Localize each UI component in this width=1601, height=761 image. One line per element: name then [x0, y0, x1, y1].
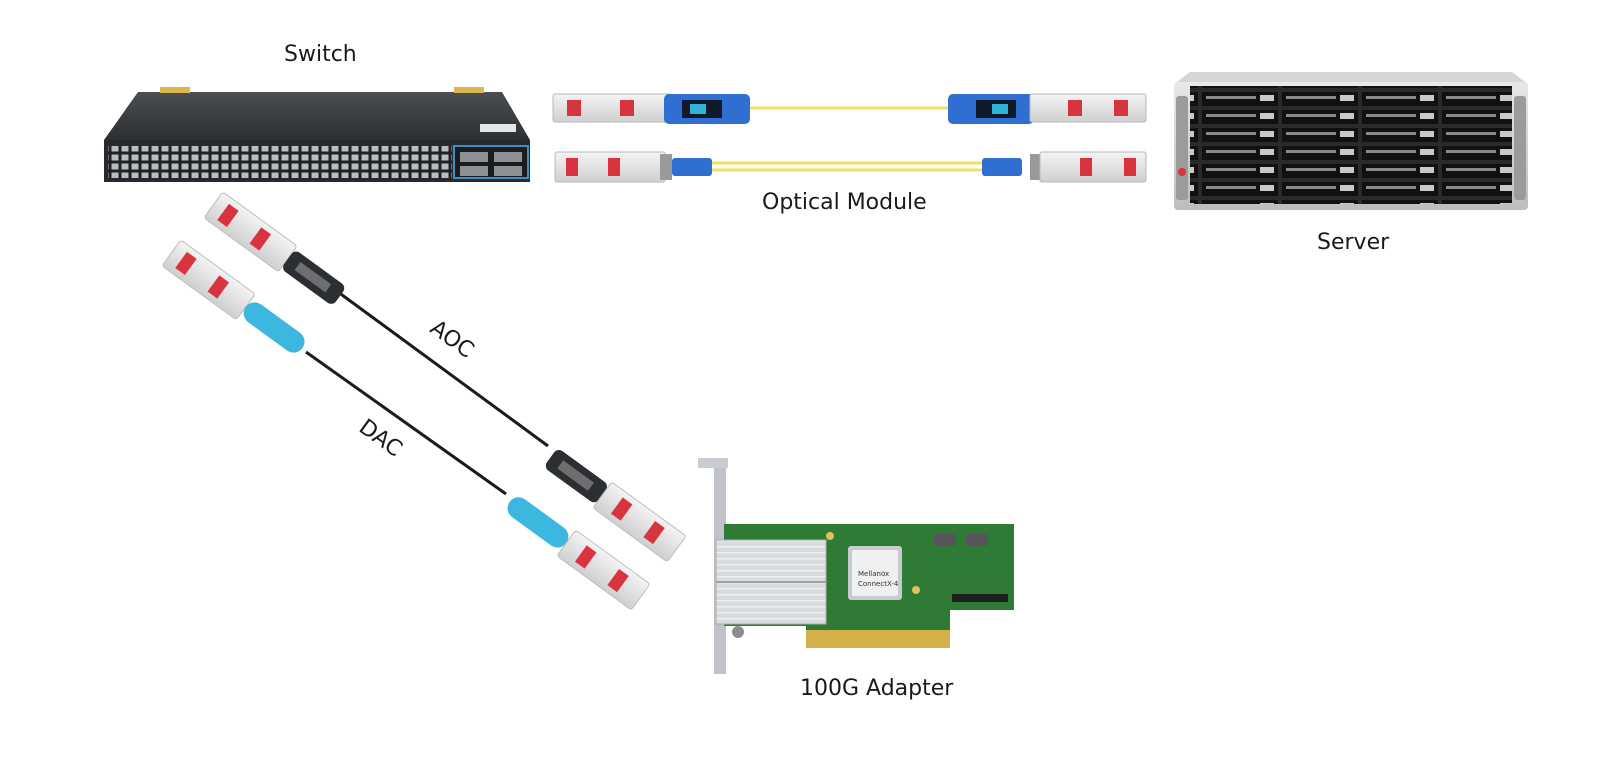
optical-module-label: Optical Module	[762, 190, 927, 215]
aoc-cable	[204, 192, 686, 562]
optical-module-top-pair	[552, 93, 1147, 124]
adapter-card	[698, 458, 1014, 674]
server-device	[1174, 72, 1528, 210]
dac-cable	[162, 240, 650, 610]
adapter-chip-brand: Mellanox	[858, 570, 890, 578]
switch-label: Switch	[284, 42, 357, 67]
adapter-label: 100G Adapter	[800, 676, 954, 701]
server-label: Server	[1317, 230, 1390, 255]
adapter-chip-model: ConnectX-4	[858, 580, 899, 588]
switch-device	[104, 87, 530, 182]
optical-module-bottom-pair	[554, 151, 1147, 183]
